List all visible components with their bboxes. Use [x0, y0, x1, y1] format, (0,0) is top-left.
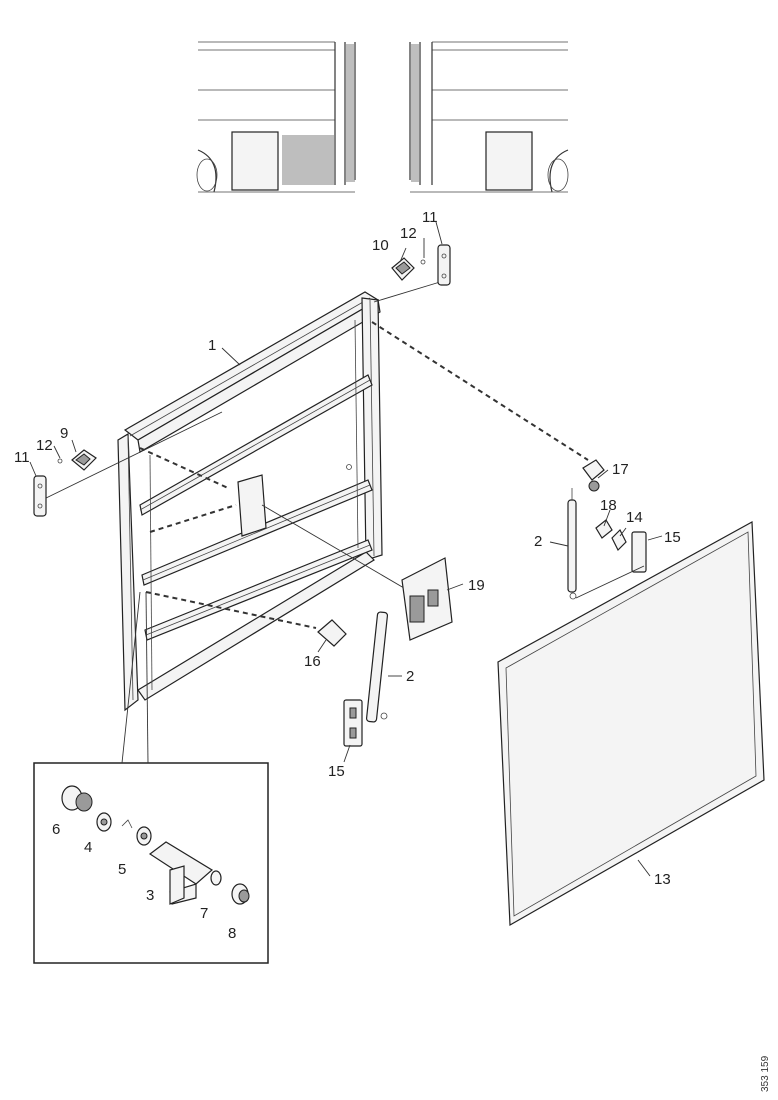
- callout-5: 5: [118, 861, 126, 878]
- callout-17: 17: [612, 461, 629, 478]
- callout-2a: 2: [534, 533, 542, 550]
- cabinet-view-right: [409, 41, 569, 193]
- callout-11b: 11: [14, 449, 30, 466]
- cabinet-view-left: [196, 41, 356, 193]
- hinge-left: [33, 449, 97, 517]
- door-panel: [497, 521, 765, 927]
- callout-7: 7: [200, 905, 208, 922]
- callout-4: 4: [84, 839, 92, 856]
- hinge-top-right: [391, 244, 451, 286]
- assembly-lines: [41, 281, 589, 629]
- callout-14: 14: [626, 509, 643, 526]
- callout-9: 9: [60, 425, 68, 442]
- callout-2b: 2: [406, 668, 414, 685]
- door-frame: [117, 291, 383, 712]
- callout-12a: 12: [400, 225, 417, 242]
- callout-13: 13: [654, 871, 671, 888]
- callout-18: 18: [600, 497, 617, 514]
- callout-8: 8: [228, 925, 236, 942]
- callout-15b: 15: [328, 763, 345, 780]
- callout-16: 16: [304, 653, 321, 670]
- callout-6: 6: [52, 821, 60, 838]
- callout-10: 10: [372, 237, 389, 254]
- callout-3: 3: [146, 887, 154, 904]
- callout-15a: 15: [664, 529, 681, 546]
- detail-inset: [33, 591, 269, 964]
- callout-leaders: [29, 221, 663, 877]
- reference-code: 353 159: [760, 1055, 771, 1092]
- callout-12b: 12: [36, 437, 53, 454]
- callout-labels: 1 2 2 3 4 5 6 7 8 9 10 11 11 12 12 13 14…: [14, 209, 681, 942]
- damper-right-assembly: [567, 459, 647, 600]
- damper-left-assembly: [317, 557, 453, 747]
- callout-11a: 11: [422, 209, 438, 226]
- callout-1: 1: [208, 337, 216, 354]
- callout-19: 19: [468, 577, 485, 594]
